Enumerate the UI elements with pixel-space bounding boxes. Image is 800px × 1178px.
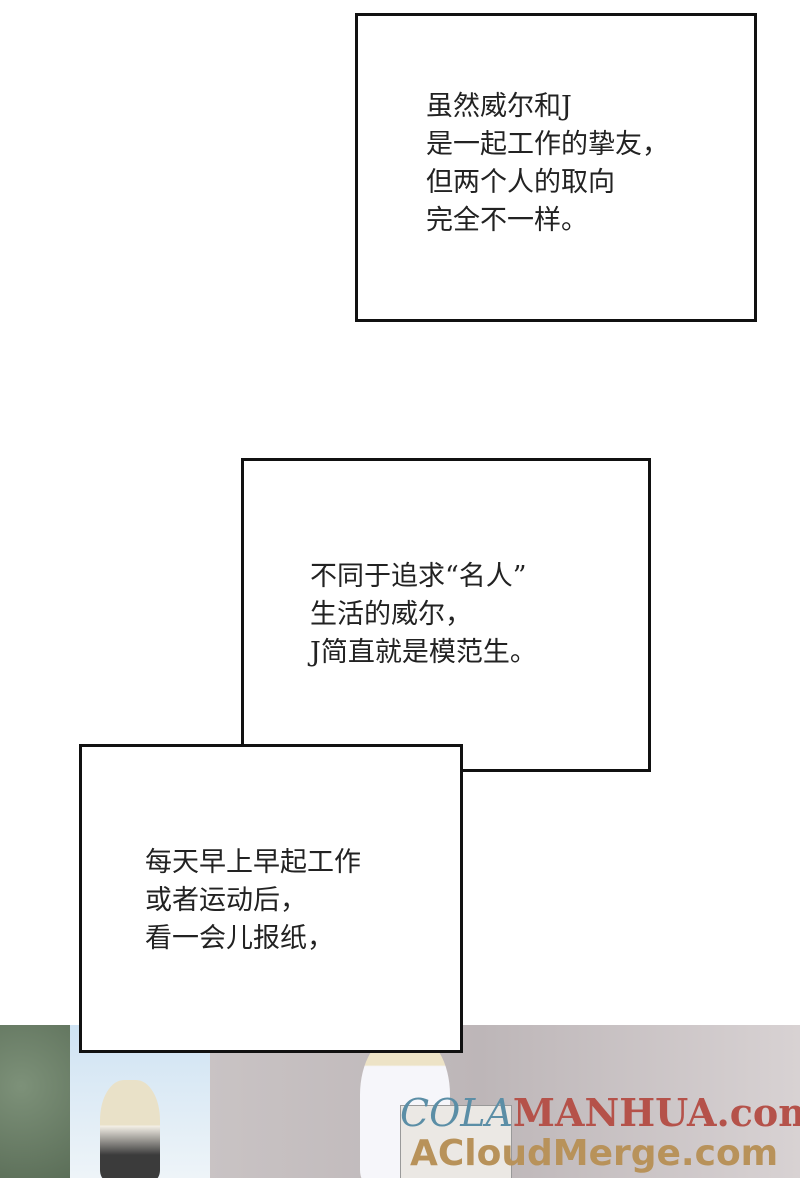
watermark-line2: ACloudMerge.com bbox=[410, 1133, 779, 1174]
caption-box-1: 虽然威尔和J 是一起工作的挚友， 但两个人的取向 完全不一样。 bbox=[355, 13, 757, 322]
tree bbox=[0, 1025, 70, 1178]
caption-2-text: 不同于追求“名人” 生活的威尔， J简直就是模范生。 bbox=[310, 561, 537, 668]
caption-box-2: 不同于追求“名人” 生活的威尔， J简直就是模范生。 bbox=[241, 458, 651, 772]
caption-3-text: 每天早上早起工作 或者运动后， 看一会儿报纸， bbox=[145, 847, 361, 954]
caption-1-text: 虽然威尔和J 是一起工作的挚友， 但两个人的取向 完全不一样。 bbox=[426, 91, 669, 236]
caption-box-3: 每天早上早起工作 或者运动后， 看一会儿报纸， bbox=[79, 744, 463, 1053]
character-left bbox=[100, 1080, 160, 1178]
watermark-line1: COLAMANHUA.com bbox=[400, 1090, 800, 1135]
newspaper bbox=[400, 1105, 512, 1178]
